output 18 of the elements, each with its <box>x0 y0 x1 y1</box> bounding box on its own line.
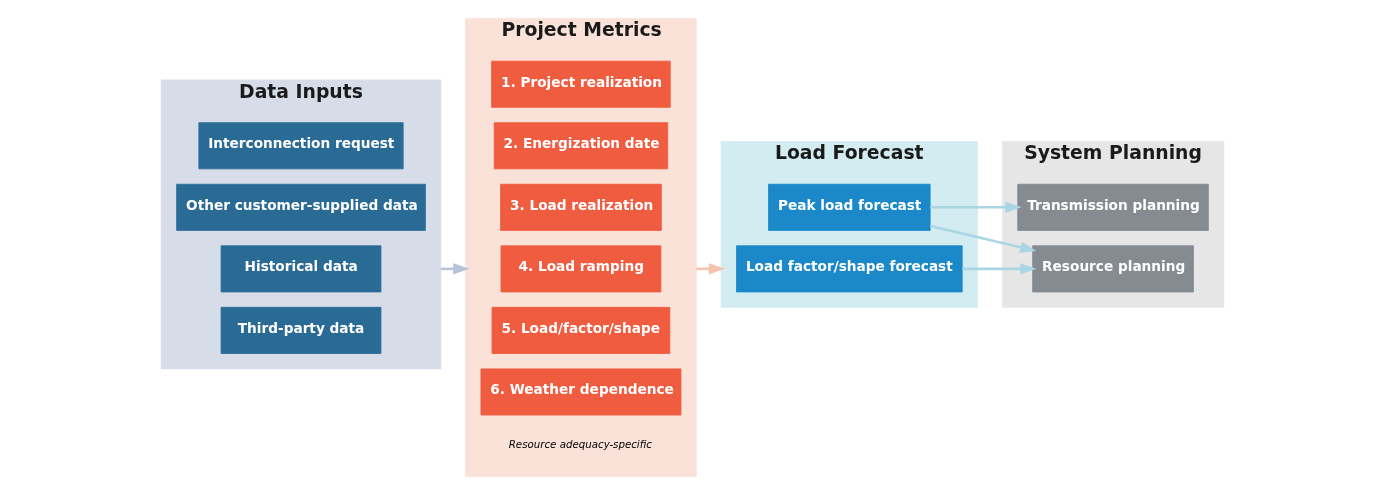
node-box: 5. Load/factor/shape <box>491 306 671 354</box>
node-box: 4. Load ramping <box>500 245 662 293</box>
node-box: Historical data <box>220 245 382 293</box>
node-box: 1. Project realization <box>491 60 671 108</box>
node-box: 3. Load realization <box>500 183 662 231</box>
node-box: Peak load forecast <box>768 183 931 231</box>
node-box: 6. Weather dependence <box>480 368 682 416</box>
node-box: Other customer-supplied data <box>176 183 426 231</box>
node-box: 2. Energization date <box>493 122 669 170</box>
arrow <box>929 224 1037 253</box>
node-box: Resource planning <box>1032 245 1194 293</box>
arrow <box>930 201 1022 213</box>
node-label: Resource adequacy-specific <box>508 437 652 450</box>
node-box: Transmission planning <box>1017 183 1209 231</box>
node-box: Load factor/shape forecast <box>736 245 963 293</box>
node-box: Interconnection request <box>198 122 404 170</box>
node-box: Third-party data <box>220 306 382 354</box>
arrow <box>962 263 1037 275</box>
